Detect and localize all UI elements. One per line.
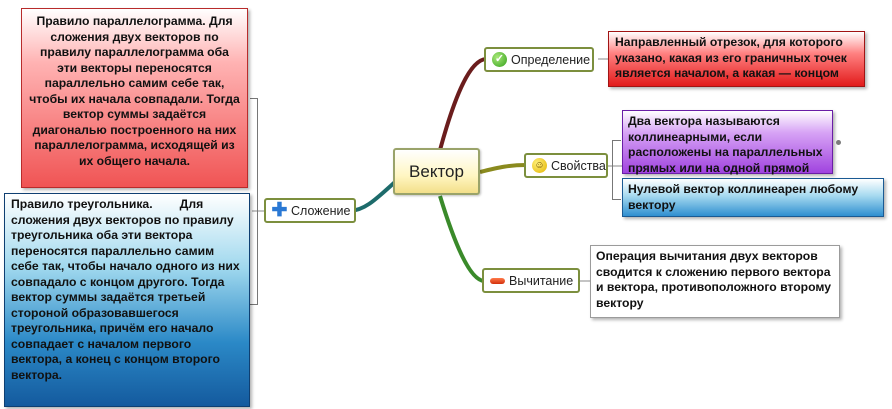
note-collinear[interactable]: Два вектора называются коллинеарными, ес…	[622, 110, 833, 175]
topic-properties-label: Свойства	[551, 158, 606, 173]
note-subtraction-text: Операция вычитания двух векторов сводитс…	[596, 249, 832, 310]
central-topic-vector[interactable]: Вектор	[393, 148, 480, 195]
properties-bracket	[612, 140, 621, 200]
topic-addition-label: Сложение	[291, 203, 351, 218]
note-definition-text: Направленный отрезок, для которого указа…	[615, 35, 847, 80]
plus-icon: ✚	[271, 200, 288, 221]
branch-properties	[479, 163, 527, 174]
topic-definition[interactable]: ✓ Определение	[484, 47, 594, 72]
central-topic-label: Вектор	[409, 161, 464, 181]
topic-addition[interactable]: ✚ Сложение	[264, 198, 356, 223]
topic-subtraction[interactable]: Вычитание	[482, 268, 580, 293]
topic-definition-label: Определение	[511, 52, 591, 67]
minus-icon	[490, 277, 505, 284]
note-parallelogram-text: Правило параллелограмма. Для сложения дв…	[29, 14, 240, 168]
note-subtraction[interactable]: Операция вычитания двух векторов сводитс…	[590, 245, 840, 318]
note-triangle-text: Правило треугольника. Для сложения двух …	[11, 197, 243, 382]
addition-bracket	[250, 98, 258, 305]
expand-dot[interactable]	[836, 140, 841, 145]
note-triangle-rule[interactable]: Правило треугольника. Для сложения двух …	[4, 193, 250, 407]
note-collinear-text: Два вектора называются коллинеарными, ес…	[628, 114, 823, 175]
branch-definition	[438, 57, 487, 151]
topic-properties[interactable]: ☺ Свойства	[524, 153, 608, 178]
note-parallelogram-rule[interactable]: Правило параллелограмма. Для сложения дв…	[21, 8, 248, 188]
topic-subtraction-label: Вычитание	[509, 273, 574, 288]
smile-icon: ☺	[532, 158, 547, 173]
check-icon: ✓	[492, 52, 507, 67]
note-zero-vector[interactable]: Нулевой вектор коллинеарен любому вектор…	[622, 178, 884, 217]
branch-subtraction	[438, 195, 485, 283]
note-definition[interactable]: Направленный отрезок, для которого указа…	[608, 31, 865, 87]
branch-addition	[349, 180, 397, 213]
note-zero-vector-text: Нулевой вектор коллинеарен любому вектор…	[628, 182, 859, 212]
